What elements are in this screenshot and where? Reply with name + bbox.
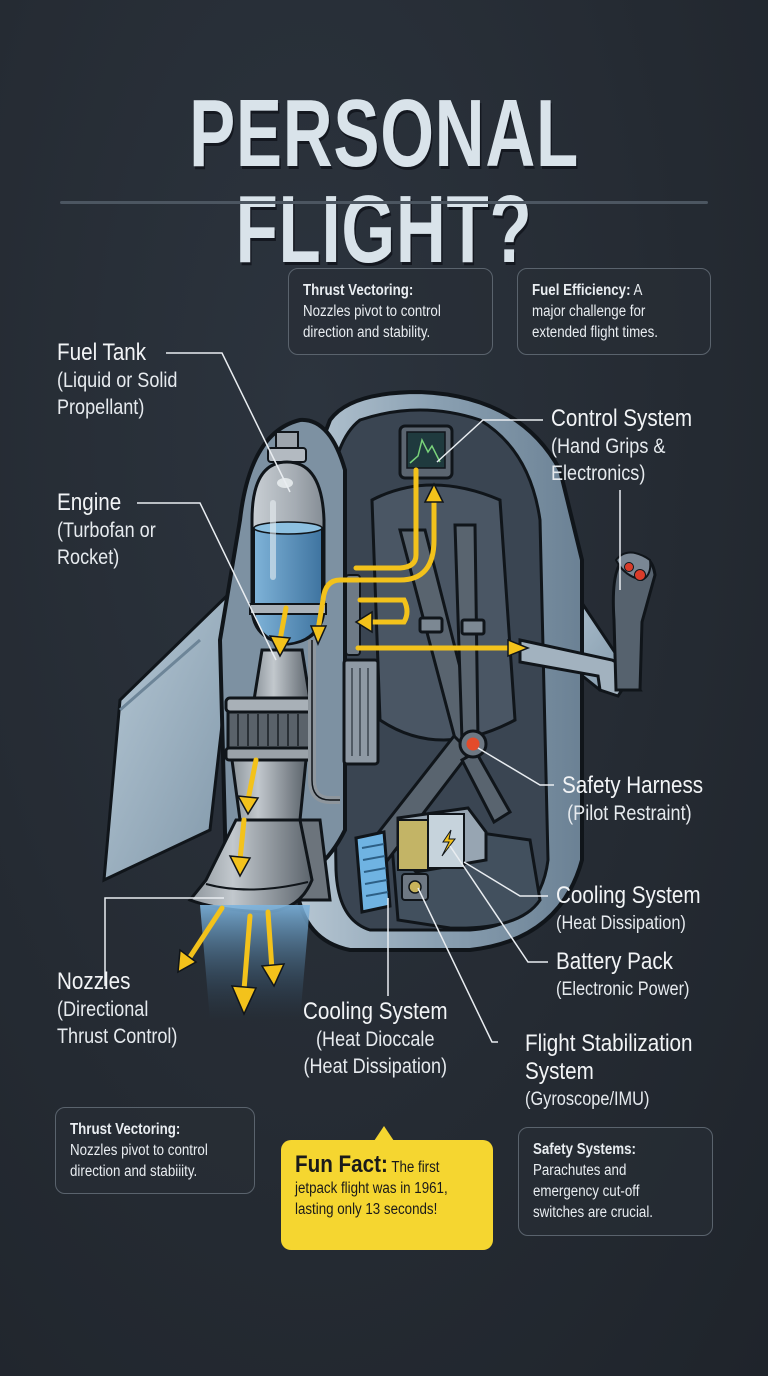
nozzle [187, 818, 332, 914]
label-safety-harness: Safety Harness (Pilot Restraint) [562, 772, 703, 827]
info-box-text: extended flight times. [532, 324, 658, 341]
label-title: Cooling System [556, 882, 701, 909]
info-box-text: direction and stabiiity. [70, 1163, 198, 1180]
label-title: Battery Pack [556, 948, 674, 975]
flow-arrows [185, 467, 513, 993]
fun-fact-callout: Fun Fact: The first jetpack flight was i… [281, 1126, 493, 1250]
info-box-heading: Fuel Efficiency: [532, 282, 631, 299]
label-title-line2: System [525, 1058, 594, 1085]
label-battery-pack: Battery Pack (Electronic Power) [556, 948, 689, 1003]
info-box-text: switches are crucial. [533, 1204, 654, 1221]
left-wing [102, 580, 240, 883]
label-flight-stabilization: Flight Stabilization System (Gyroscope/I… [525, 1030, 692, 1113]
label-subtitle: (Heat Dioccale [316, 1028, 435, 1051]
info-box-text: Nozzles pivot to control [70, 1142, 208, 1159]
label-engine: Engine (Turbofan or Rocket) [57, 489, 156, 571]
label-title: Safety Harness [562, 772, 704, 799]
label-subtitle: Thrust Control) [57, 1025, 178, 1048]
label-control-system: Control System (Hand Grips & Electronics… [551, 405, 692, 487]
label-subtitle: (Liquid or Solid [57, 369, 178, 392]
label-title: Fuel Tank [57, 339, 147, 366]
fun-fact-text: lasting only 13 seconds! [295, 1201, 438, 1218]
label-nozzles: Nozzles (Directional Thrust Control) [57, 968, 177, 1050]
title-divider [60, 201, 708, 204]
arrowheads [177, 482, 531, 1016]
label-subtitle: (Directional [57, 998, 149, 1021]
fuel-tank [249, 431, 327, 646]
info-box-text: Nozzles pivot to control [303, 303, 441, 320]
label-fuel-tank: Fuel Tank (Liquid or Solid Propellant) [57, 339, 177, 421]
exhaust-glow [200, 905, 310, 1020]
fun-fact-text: jetpack flight was in 1961, [295, 1180, 448, 1197]
cooling-radiator [354, 830, 392, 914]
label-title: Engine [57, 489, 122, 516]
label-subtitle: (Pilot Restraint) [567, 802, 692, 825]
info-box-fuel-efficiency: Fuel Efficiency: A major challenge for e… [517, 268, 711, 355]
page-title: PERSONAL FLIGHT? [189, 80, 579, 283]
label-subtitle: Propellant) [57, 396, 145, 419]
info-box-safety-systems: Safety Systems: Parachutes and emergency… [518, 1127, 713, 1236]
info-box-heading: Safety Systems: [533, 1141, 636, 1158]
info-box-text: direction and stability. [303, 324, 431, 341]
info-box-text: Parachutes and [533, 1162, 627, 1179]
label-cooling-system-right: Cooling System (Heat Dissipation) [556, 882, 701, 937]
label-title: Cooling System [303, 998, 448, 1025]
info-box-text: major challenge for [532, 303, 646, 320]
hand-grip [518, 551, 657, 698]
info-box-heading: Thrust Vectoring: [70, 1121, 181, 1138]
control-display [398, 424, 454, 480]
info-box-thrust-vectoring-top: Thrust Vectoring: Nozzles pivot to contr… [288, 268, 493, 355]
label-subtitle: Rocket) [57, 546, 120, 569]
label-subtitle: Electronics) [551, 462, 646, 485]
label-title: Flight Stabilization [525, 1030, 693, 1057]
label-subtitle: (Hand Grips & [551, 435, 666, 458]
battery-pack [396, 806, 488, 874]
label-title: Control System [551, 405, 693, 432]
label-subtitle: (Heat Dissipation) [556, 913, 686, 934]
label-subtitle: (Gyroscope/IMU) [525, 1089, 650, 1110]
fun-fact-text: The first [387, 1159, 440, 1176]
info-box-heading-tail: A [630, 282, 643, 299]
label-cooling-system-bottom: Cooling System (Heat Dioccale (Heat Diss… [303, 998, 448, 1080]
label-subtitle: (Electronic Power) [556, 979, 690, 1000]
leader-lines [104, 352, 621, 1043]
label-title: Nozzles [57, 968, 131, 995]
info-box-heading: Thrust Vectoring: [303, 282, 414, 299]
fun-fact-heading: Fun Fact: [295, 1151, 388, 1178]
info-box-thrust-vectoring-bottom: Thrust Vectoring: Nozzles pivot to contr… [55, 1107, 255, 1194]
engine [224, 640, 340, 822]
label-subtitle: (Turbofan or [57, 519, 156, 542]
info-box-text: emergency cut-off [533, 1183, 640, 1200]
label-subtitle: (Heat Dissipation) [303, 1055, 448, 1078]
